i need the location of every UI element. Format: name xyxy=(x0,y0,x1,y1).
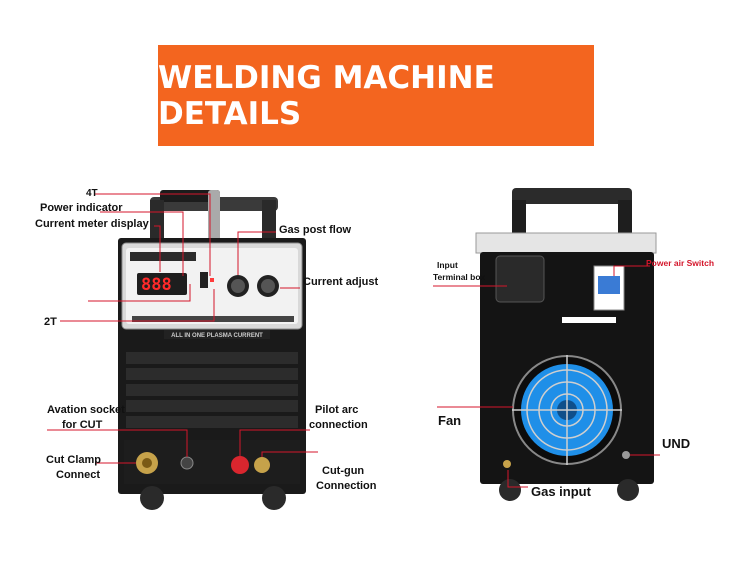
input-terminal-box xyxy=(495,255,545,303)
current-adjust-knob[interactable] xyxy=(257,275,279,297)
back-wheel-left xyxy=(499,479,521,501)
avation-socket xyxy=(180,456,194,470)
label-power-indicator: Power indicator xyxy=(40,202,123,214)
ground-terminal xyxy=(622,451,630,459)
label-avation-socket-line2: for CUT xyxy=(62,419,103,431)
label-avation-socket: Avation socket xyxy=(47,404,125,416)
label-current-adjust: Current adjust xyxy=(303,276,379,288)
panel-strip xyxy=(164,330,270,339)
title-banner: WELDING MACHINE DETAILS xyxy=(158,45,594,146)
banner-title: WELDING MACHINE DETAILS xyxy=(158,59,495,132)
front-wheel-right xyxy=(262,486,286,510)
cut-gun-connector xyxy=(254,457,270,473)
label-power-air-switch: Power air Switch xyxy=(646,258,715,268)
label-gas-input: Gas input xyxy=(531,484,591,499)
gas-input-port xyxy=(503,460,511,468)
front-wheel-left xyxy=(140,486,164,510)
label-und: UND xyxy=(662,436,691,451)
label-fan: Fan xyxy=(438,413,462,428)
label-4t: 4T xyxy=(86,188,98,199)
gas-post-flow-knob[interactable] xyxy=(227,275,249,297)
power-indicator-led xyxy=(210,278,214,282)
label-cut-gun: Cut-gun xyxy=(322,465,365,477)
back-wheel-right xyxy=(617,479,639,501)
rear-fan xyxy=(512,355,622,465)
label-pilot-arc: Pilot arc xyxy=(315,404,359,416)
pilot-arc-connector xyxy=(231,456,249,474)
label-input-line2: Terminal box xyxy=(433,272,486,282)
label-input: Input xyxy=(437,260,458,270)
label-gas-post-flow: Gas post flow xyxy=(279,224,352,236)
label-cut-clamp-line2: Connect xyxy=(56,469,100,481)
label-2t: 2T xyxy=(44,316,57,328)
panel-strip-text: ALL IN ONE PLASMA CURRENT xyxy=(171,333,263,339)
label-cut-gun-line2: Connection xyxy=(316,480,377,492)
label-current-meter-display: Current meter display xyxy=(35,218,149,230)
front-vents xyxy=(126,352,298,428)
back-handle xyxy=(512,188,632,240)
label-cut-clamp: Cut Clamp xyxy=(46,454,101,466)
label-pilot-arc-line2: connection xyxy=(309,419,368,431)
